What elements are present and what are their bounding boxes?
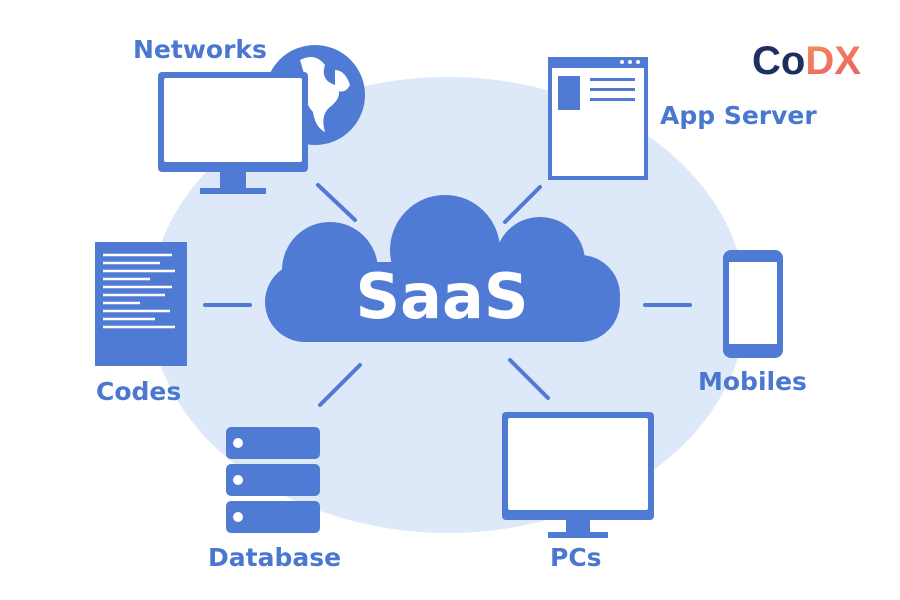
codes-icon (95, 242, 187, 366)
label-database: Database (208, 543, 341, 572)
connector-pcs (508, 358, 550, 400)
label-app-server: App Server (660, 101, 817, 130)
saas-title: SaaS (356, 260, 529, 333)
connectors (203, 183, 692, 407)
database-icon (226, 427, 320, 533)
networks-icon (158, 45, 365, 194)
mobile-icon (723, 250, 783, 358)
label-mobiles: Mobiles (698, 367, 807, 396)
connector-app-server (503, 185, 542, 224)
label-networks: Networks (133, 35, 267, 64)
connector-database (318, 363, 362, 407)
saas-cloud (265, 195, 620, 342)
pc-icon (502, 412, 654, 538)
codx-logo: CoDX (752, 39, 861, 83)
connector-networks (316, 183, 357, 222)
label-pcs: PCs (550, 543, 602, 572)
app-server-icon (548, 57, 648, 180)
label-codes: Codes (96, 377, 181, 406)
